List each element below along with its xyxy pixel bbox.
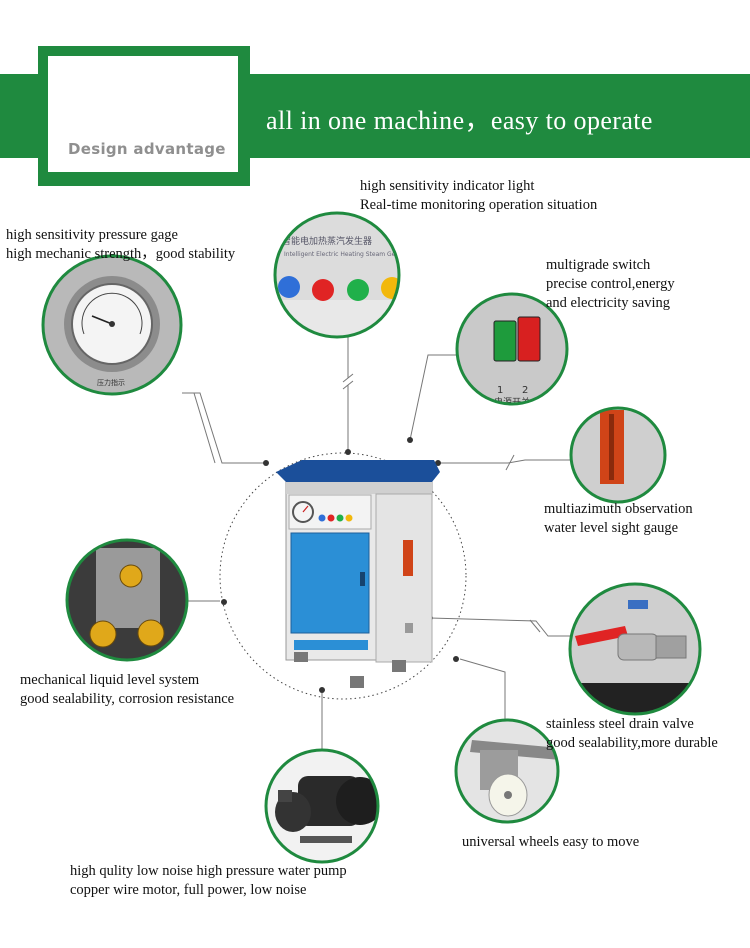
water-pump-title: high qulity low noise high pressure wate… [70, 863, 347, 879]
gauge-caption: 压力指示 [97, 378, 125, 387]
pressure-gage-label: high sensitivity pressure gage high mech… [6, 226, 235, 264]
indicator-light-title: high sensitivity indicator light [360, 178, 535, 194]
multigrade-switch-photo: 1 2 电源开关 [455, 292, 569, 408]
indicator-light-label: high sensitivity indicator light Real-ti… [360, 177, 597, 215]
drain-valve-title: stainless steel drain valve [546, 716, 694, 732]
sight-gauge-photo [569, 406, 667, 504]
multigrade-switch-title: multigrade switch [546, 257, 651, 273]
liquid-level-title: mechanical liquid level system [20, 672, 200, 688]
indicator-light-desc: Real-time monitoring operation situation [360, 197, 598, 213]
drain-valve-desc: good sealability,more durable [546, 735, 718, 751]
drain-valve-photo [568, 582, 702, 716]
orbit-dotted-circle [219, 452, 467, 700]
multigrade-switch-label: multigrade switch precise control,energy… [546, 256, 675, 313]
panel-subtitle: Intelligent Electric Heating Steam Gener… [284, 251, 418, 258]
drain-valve-label: stainless steel drain valve good sealabi… [546, 715, 718, 753]
switch-number-1: 1 [497, 385, 503, 396]
liquid-level-photo [65, 538, 189, 662]
pressure-gage-title: high sensitivity pressure gage [6, 227, 178, 243]
water-pump-photo [264, 748, 380, 864]
badge-text: Design advantage [68, 140, 226, 158]
green-indicator-lamp [347, 279, 369, 301]
badge-panel [48, 56, 238, 172]
connector-lines [182, 337, 570, 761]
red-indicator-lamp [312, 279, 334, 301]
pressure-gage-desc: high mechanic strength，good stability [6, 246, 236, 262]
connector-dots [221, 437, 459, 693]
steam-generator-machine [276, 460, 440, 688]
sight-gauge-label: multiazimuth observation water level sig… [544, 500, 693, 538]
sight-gauge-title: multiazimuth observation [544, 501, 693, 517]
water-pump-label: high qulity low noise high pressure wate… [70, 862, 347, 900]
pressure-gauge-photo: 压力指示 [41, 254, 183, 396]
switch-number-2: 2 [522, 385, 528, 396]
water-pump-desc: copper wire motor, full power, low noise [70, 882, 307, 898]
multigrade-switch-desc-1: precise control,energy [546, 276, 675, 292]
sight-gauge-desc: water level sight gauge [544, 520, 679, 536]
multigrade-switch-desc-2: and electricity saving [546, 295, 671, 311]
universal-wheels-title: universal wheels easy to move [462, 834, 640, 850]
panel-title: 智能电加热蒸汽发生器 [282, 235, 372, 247]
liquid-level-label: mechanical liquid level system good seal… [20, 671, 234, 709]
liquid-level-desc: good sealability, corrosion resistance [20, 691, 235, 707]
switch-caption: 电源开关 [494, 396, 530, 408]
universal-wheels-label: universal wheels easy to move [462, 833, 639, 852]
blue-indicator-lamp [278, 276, 300, 298]
headline: all in one machine，easy to operate [266, 106, 653, 135]
indicator-light-photo: 智能电加热蒸汽发生器 Intelligent Electric Heating … [273, 211, 418, 339]
universal-wheel-photo [454, 718, 560, 824]
